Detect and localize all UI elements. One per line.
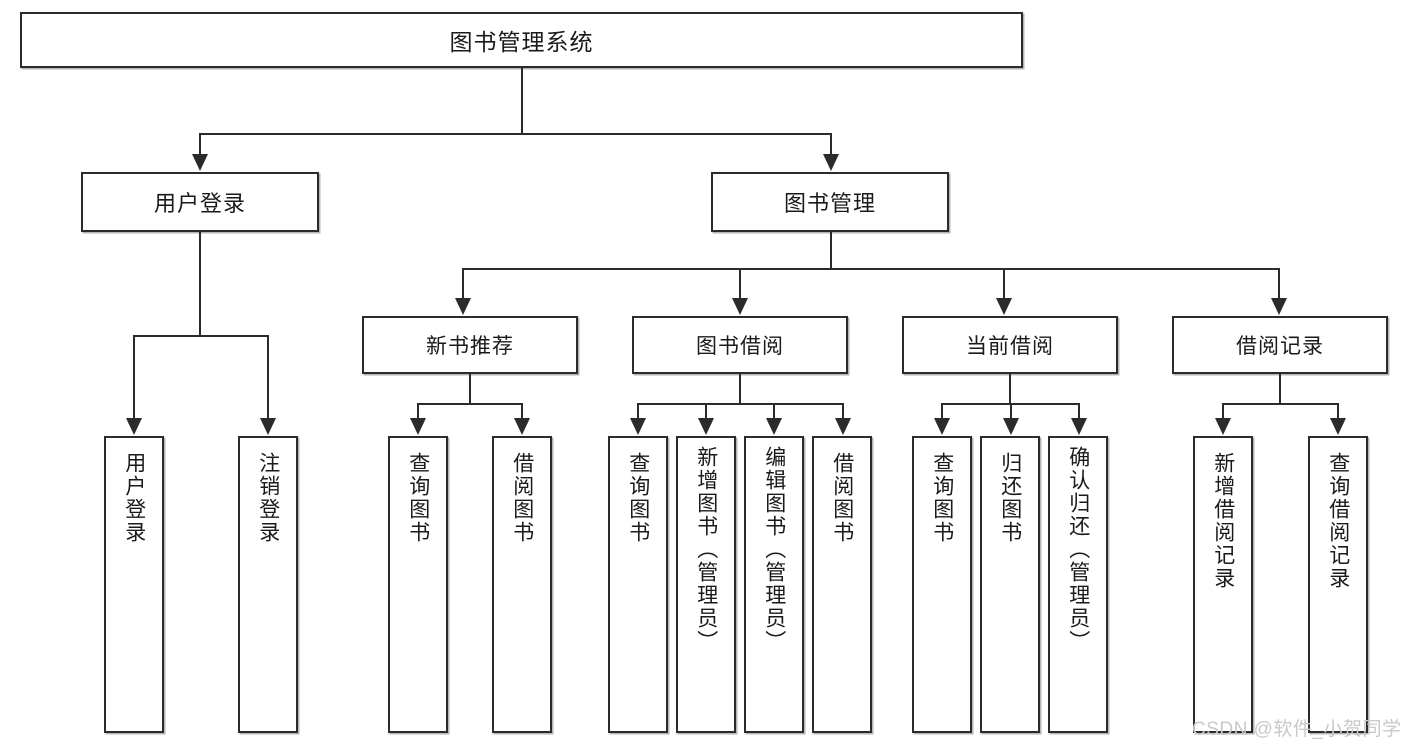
- edge-current-borrow-stem: [1009, 374, 1011, 403]
- arrow-book-borrow: [732, 298, 748, 315]
- node-borrow-record[interactable]: 借阅记录: [1172, 316, 1388, 374]
- edge-drop-current-borrow-leaf-2: [1010, 403, 1012, 419]
- edge-drop-borrow-record-leaf-1: [1222, 403, 1224, 419]
- leaf-new-book-borrow-books[interactable]: 借阅图书: [492, 436, 552, 733]
- leaf-borrow-record-query-record[interactable]: 查询借阅记录: [1308, 436, 1368, 733]
- node-label: 借阅图书: [830, 452, 854, 544]
- leaf-user-login-logout[interactable]: 注销登录: [238, 436, 298, 733]
- node-label: 编辑图书（管理员）: [762, 446, 786, 653]
- arrow-new-book-leaf-2: [514, 418, 530, 435]
- arrow-leaf-user-login-2: [260, 418, 276, 435]
- node-label: 查询图书: [626, 452, 650, 544]
- node-user-login[interactable]: 用户登录: [81, 172, 319, 232]
- leaf-current-borrow-return-books[interactable]: 归还图书: [980, 436, 1040, 733]
- edge-book-management-stem: [830, 232, 832, 268]
- arrow-borrow-record-leaf-1: [1215, 418, 1231, 435]
- arrow-leaf-user-login-1: [126, 418, 142, 435]
- edge-drop-book-borrow-leaf-4: [842, 403, 844, 419]
- leaf-user-login-login[interactable]: 用户登录: [104, 436, 164, 733]
- node-label: 新书推荐: [426, 335, 514, 358]
- arrow-borrow-record: [1271, 298, 1287, 315]
- arrow-current-borrow-leaf-1: [934, 418, 950, 435]
- edge-drop-current-borrow-leaf-3: [1078, 403, 1080, 419]
- edge-drop-book-borrow-leaf-2: [705, 403, 707, 419]
- edge-drop-borrow-record: [1278, 268, 1280, 299]
- edge-book-borrow-stem: [739, 374, 741, 403]
- arrow-book-borrow-leaf-1: [630, 418, 646, 435]
- edge-root-stem: [521, 68, 523, 133]
- edge-borrow-record-stem: [1279, 374, 1281, 403]
- leaf-book-borrow-query-books[interactable]: 查询图书: [608, 436, 668, 733]
- node-new-book-recommend[interactable]: 新书推荐: [362, 316, 578, 374]
- node-label: 归还图书: [998, 452, 1022, 544]
- arrow-borrow-record-leaf-2: [1330, 418, 1346, 435]
- node-label: 图书管理系统: [449, 29, 594, 55]
- node-label: 用户登录: [153, 191, 246, 216]
- node-book-borrow[interactable]: 图书借阅: [632, 316, 848, 374]
- node-label: 当前借阅: [966, 335, 1054, 358]
- arrow-current-borrow: [996, 298, 1012, 315]
- arrow-new-book-leaf-1: [410, 418, 426, 435]
- edge-drop-new-book-leaf-2: [521, 403, 523, 419]
- node-book-management-system[interactable]: 图书管理系统: [20, 12, 1023, 68]
- edge-drop-leaf-user-login-1: [133, 335, 135, 419]
- leaf-book-borrow-borrow-books[interactable]: 借阅图书: [812, 436, 872, 733]
- edge-user-login-bus: [133, 335, 267, 337]
- node-label: 借阅记录: [1236, 335, 1324, 358]
- arrow-book-borrow-leaf-3: [766, 418, 782, 435]
- edge-drop-leaf-user-login-2: [267, 335, 269, 419]
- edge-new-book-bus: [417, 403, 522, 405]
- arrow-current-borrow-leaf-2: [1003, 418, 1019, 435]
- node-label: 注销登录: [256, 452, 280, 544]
- node-current-borrow[interactable]: 当前借阅: [902, 316, 1118, 374]
- arrow-book-management: [823, 154, 839, 171]
- edge-drop-new-book-leaf-1: [417, 403, 419, 419]
- edge-drop-book-management: [830, 133, 832, 155]
- arrow-new-book: [455, 298, 471, 315]
- edge-drop-book-borrow-leaf-1: [637, 403, 639, 419]
- node-label: 查询图书: [406, 452, 430, 544]
- arrow-user-login: [192, 154, 208, 171]
- arrow-book-borrow-leaf-2: [698, 418, 714, 435]
- leaf-new-book-query-books[interactable]: 查询图书: [388, 436, 448, 733]
- node-label: 图书管理: [783, 191, 876, 216]
- leaf-book-borrow-add-book-admin[interactable]: 新增图书（管理员）: [676, 436, 736, 733]
- leaf-book-borrow-edit-book-admin[interactable]: 编辑图书（管理员）: [744, 436, 804, 733]
- node-label: 新增图书（管理员）: [694, 446, 718, 653]
- node-label: 图书借阅: [696, 335, 784, 358]
- node-label: 用户登录: [122, 452, 146, 544]
- edge-level3-bus: [462, 268, 1280, 270]
- edge-new-book-stem: [469, 374, 471, 403]
- edge-borrow-record-bus: [1222, 403, 1338, 405]
- node-label: 查询借阅记录: [1326, 452, 1350, 590]
- edge-drop-book-borrow: [739, 268, 741, 299]
- arrow-book-borrow-leaf-4: [835, 418, 851, 435]
- leaf-current-borrow-query-books[interactable]: 查询图书: [912, 436, 972, 733]
- edge-level2-bus: [199, 133, 832, 135]
- node-label: 查询图书: [930, 452, 954, 544]
- csdn-watermark: CSDN @软件_小贺同学: [1192, 719, 1402, 740]
- edge-user-login-stem: [199, 232, 201, 335]
- edge-drop-book-borrow-leaf-3: [773, 403, 775, 419]
- node-label: 借阅图书: [510, 452, 534, 544]
- node-label: 新增借阅记录: [1211, 452, 1235, 590]
- edge-book-borrow-bus: [637, 403, 844, 405]
- edge-drop-current-borrow: [1003, 268, 1005, 299]
- leaf-borrow-record-add-record[interactable]: 新增借阅记录: [1193, 436, 1253, 733]
- edge-drop-borrow-record-leaf-2: [1337, 403, 1339, 419]
- leaf-current-borrow-confirm-return-admin[interactable]: 确认归还（管理员）: [1048, 436, 1108, 733]
- node-book-management[interactable]: 图书管理: [711, 172, 949, 232]
- edge-drop-user-login: [199, 133, 201, 155]
- node-label: 确认归还（管理员）: [1066, 446, 1090, 653]
- arrow-current-borrow-leaf-3: [1071, 418, 1087, 435]
- edge-drop-current-borrow-leaf-1: [941, 403, 943, 419]
- edge-drop-new-book: [462, 268, 464, 299]
